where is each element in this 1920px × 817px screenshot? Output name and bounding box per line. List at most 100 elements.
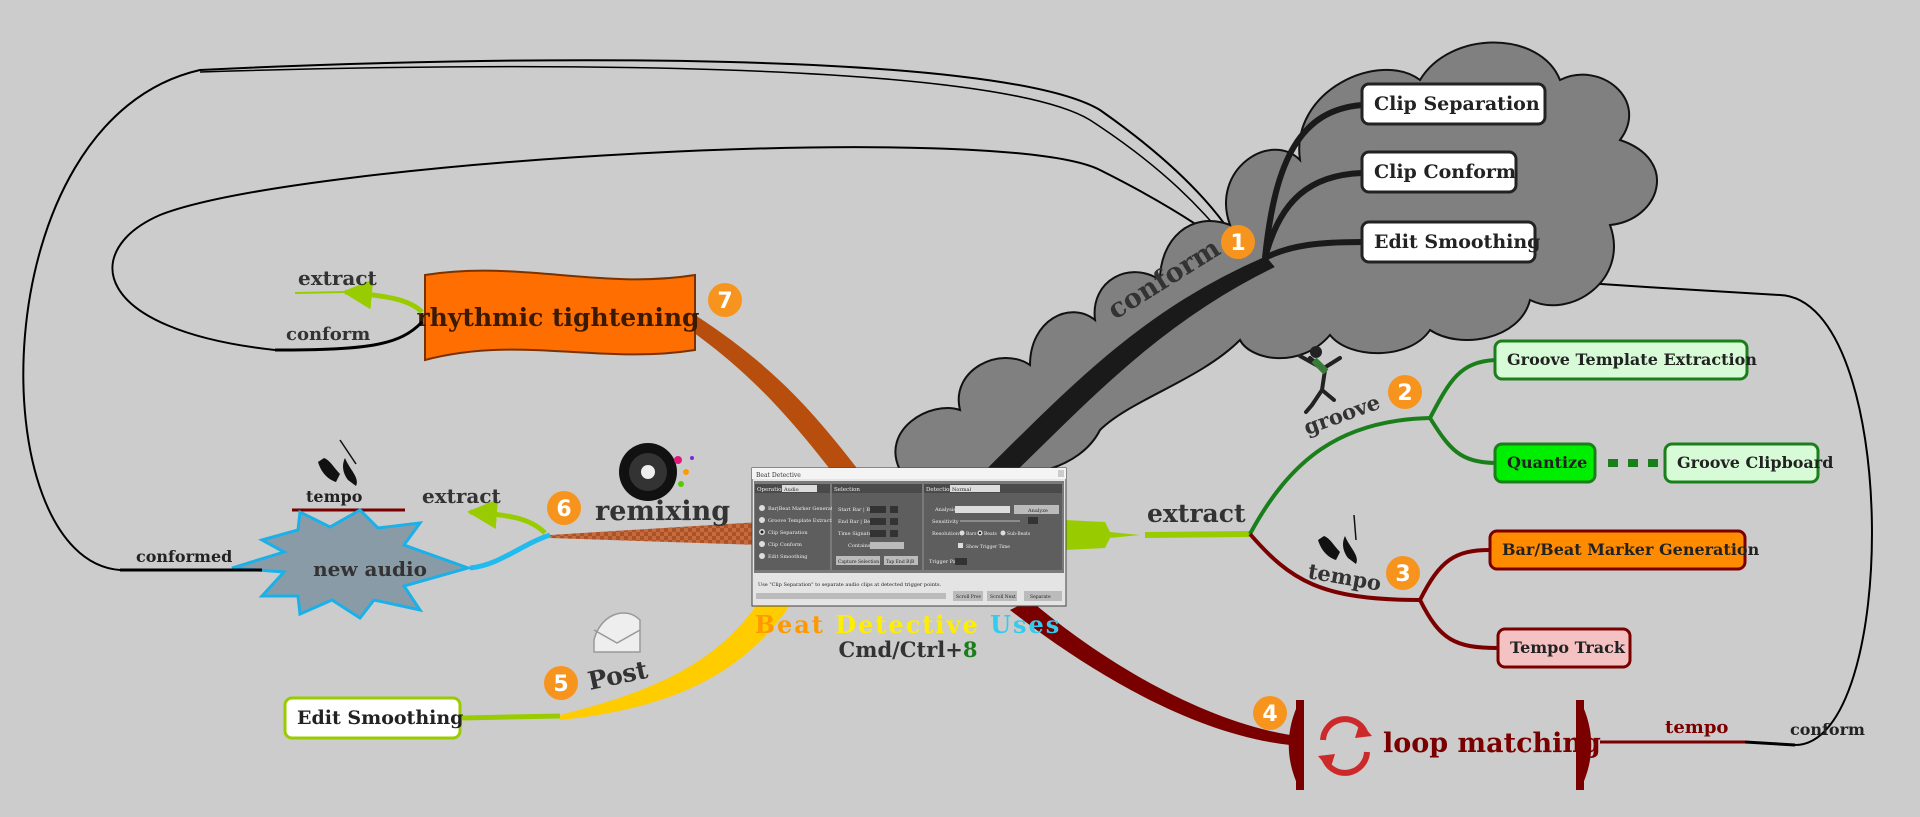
central-title-word-3: Uses — [990, 610, 1061, 639]
remix-extract-label: extract — [422, 484, 502, 508]
rhythmic-extract-label: extract — [298, 266, 378, 290]
groove-child-connector-1 — [1428, 358, 1496, 419]
conform-child-connector-2 — [1262, 170, 1363, 259]
svg-text:Edit Smoothing: Edit Smoothing — [297, 707, 463, 729]
edit-smoothing-post-node[interactable]: Edit Smoothing — [283, 696, 463, 740]
remixing-label: remixing — [595, 496, 730, 527]
post-child-connector — [461, 713, 561, 721]
loop-line-rhythm — [111, 146, 1242, 351]
conform-number-badge: 1 — [1221, 225, 1255, 259]
shortcut-key: 8 — [963, 637, 978, 662]
svg-text:loop matching: loop matching — [1383, 728, 1601, 759]
groove-template-extraction-node[interactable]: Groove Template Extraction — [1493, 339, 1757, 381]
svg-text:Normal: Normal — [952, 487, 971, 493]
svg-text:Bars: Bars — [966, 531, 977, 537]
central-shortcut: Cmd/Ctrl+8 — [839, 637, 978, 662]
post-number-badge: 5 — [544, 666, 578, 700]
svg-text:Beats: Beats — [984, 531, 997, 537]
svg-text:Groove Template Extraction: Groove Template Extraction — [1507, 350, 1757, 369]
svg-text:Clip Conform: Clip Conform — [1374, 161, 1516, 183]
conductor-hands-icon — [318, 439, 357, 486]
svg-text:new audio: new audio — [313, 557, 427, 581]
svg-text:6: 6 — [556, 497, 571, 522]
tempo-number-badge: 3 — [1386, 556, 1420, 590]
clip-separation-node[interactable]: Clip Separation — [1360, 82, 1547, 126]
rhythmic-conform-label: conform — [286, 324, 370, 345]
conform-child-connector-1 — [1262, 102, 1363, 259]
remixing-branch — [550, 522, 760, 545]
tap-end-button[interactable] — [884, 556, 918, 565]
svg-text:Bar/Beat Marker Generation: Bar/Beat Marker Generation — [1502, 540, 1760, 559]
rhythmic-extract-tail — [294, 291, 346, 294]
groove-child-connector-2 — [1428, 416, 1496, 465]
svg-text:Separate: Separate — [1030, 594, 1051, 600]
loop-line-top-2 — [199, 65, 1239, 253]
svg-text:Scroll Next: Scroll Next — [990, 594, 1016, 600]
remix-tempo-label: tempo — [306, 487, 363, 506]
scroll-next-button[interactable] — [987, 591, 1017, 601]
svg-text:3: 3 — [1395, 562, 1410, 587]
selection-label: Selection — [834, 487, 860, 493]
groove-clipboard-node[interactable]: Groove Clipboard — [1663, 442, 1833, 484]
svg-text:7: 7 — [717, 289, 732, 314]
rhythmic-tightening-node[interactable]: rhythmic tightening — [417, 269, 700, 362]
remix-extract-arrow — [467, 499, 547, 535]
svg-text:Clip Conform: Clip Conform — [768, 542, 802, 548]
quantize-node[interactable]: Quantize — [1493, 442, 1597, 484]
post-label: Post — [585, 655, 651, 696]
analyze-button[interactable] — [1014, 505, 1059, 514]
svg-text:Contains: Contains — [848, 543, 871, 549]
svg-text:Show Trigger Time: Show Trigger Time — [966, 544, 1010, 550]
svg-text:Quantize: Quantize — [1507, 453, 1587, 472]
loop-matching-node[interactable]: loop matching — [1288, 700, 1601, 790]
loop-conform-label: conform — [1790, 720, 1865, 739]
tempo-track-node[interactable]: Tempo Track — [1496, 627, 1632, 669]
svg-text:Start Bar | Beat: Start Bar | Beat — [838, 507, 878, 513]
svg-text:Time Signature: Time Signature — [838, 531, 877, 537]
dialog-status: Use "Clip Separation" to separate audio … — [758, 582, 942, 588]
svg-text:Sensitivity: Sensitivity — [932, 519, 959, 525]
separate-button[interactable] — [1024, 591, 1062, 601]
svg-text:End Bar | Beat: End Bar | Beat — [838, 519, 875, 525]
new-audio-connector — [469, 532, 551, 571]
svg-text:Clip Separation: Clip Separation — [768, 530, 808, 536]
new-audio-node[interactable]: new audio — [231, 508, 473, 621]
edit-smoothing-conform-node[interactable]: Edit Smoothing — [1360, 220, 1540, 264]
detection-select[interactable] — [950, 485, 1000, 492]
central-title: Beat Detective Uses — [755, 610, 1062, 639]
svg-text:4: 4 — [1262, 702, 1277, 727]
extract-line — [1144, 531, 1251, 538]
conform-branch — [978, 256, 1275, 482]
svg-text:Analyze: Analyze — [1027, 508, 1048, 514]
central-title-word-1: Beat — [755, 610, 825, 639]
svg-text:Scroll Prev: Scroll Prev — [956, 594, 982, 600]
clip-conform-node[interactable]: Clip Conform — [1360, 150, 1518, 194]
svg-text:1: 1 — [1230, 231, 1245, 256]
groove-branch — [1248, 416, 1431, 535]
rhythmic-extract-arrow — [342, 279, 424, 314]
beat-detective-window[interactable]: Beat Detective Operation Audio Bar|Beat … — [751, 467, 1067, 607]
svg-text:Sub-Beats: Sub-Beats — [1007, 531, 1031, 537]
groove-number-badge: 2 — [1388, 375, 1422, 409]
operation-options[interactable]: Bar|Beat Marker Generation Groove Templa… — [759, 505, 842, 560]
svg-text:Audio: Audio — [783, 487, 799, 493]
capture-selection-button[interactable] — [836, 556, 880, 565]
bar-beat-marker-generation-node[interactable]: Bar/Beat Marker Generation — [1488, 529, 1760, 571]
svg-text:2: 2 — [1397, 381, 1412, 406]
svg-text:Tempo Track: Tempo Track — [1510, 638, 1626, 657]
extract-branch — [1065, 520, 1140, 550]
vinyl-record-icon — [619, 443, 694, 501]
svg-text:Resolution: Resolution — [932, 531, 960, 537]
rhythmic-branch — [690, 315, 870, 495]
svg-text:rhythmic tightening: rhythmic tightening — [417, 303, 700, 332]
loop-branch — [1010, 600, 1290, 745]
operation-label: Operation — [757, 487, 785, 493]
loop-line-top — [22, 59, 1246, 571]
svg-text:Capture Selection: Capture Selection — [838, 559, 879, 565]
operation-select[interactable] — [782, 485, 817, 492]
scroll-prev-button[interactable] — [953, 591, 983, 601]
conductor-hands-tempo-icon — [1318, 514, 1357, 564]
svg-text:Groove Clipboard: Groove Clipboard — [1677, 453, 1833, 472]
svg-text:Bar|Beat Marker Generation: Bar|Beat Marker Generation — [768, 506, 842, 512]
